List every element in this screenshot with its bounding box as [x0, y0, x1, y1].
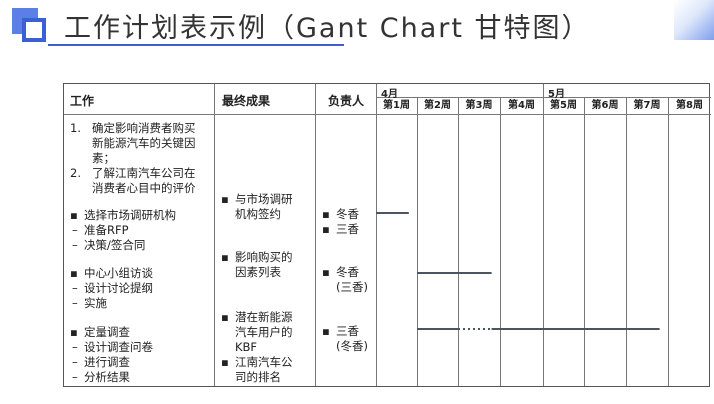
bullet-icon: ▪	[70, 325, 78, 339]
bullet-icon: ▪	[322, 222, 330, 236]
result-2: ▪ 影响购买的 因素列表	[221, 250, 293, 280]
week-divider	[417, 97, 418, 386]
gantt-table: 工作 最终成果 负责人 4月 5月 第1周 第2周 第3周 第4周 第5周 第6…	[63, 83, 711, 387]
dash-icon: –	[72, 296, 78, 310]
subtask: 实施	[84, 296, 107, 310]
bullet-icon: ▪	[322, 324, 330, 338]
result-text: KBF	[235, 340, 258, 354]
objective-text: 确定影响消费者购买	[92, 121, 196, 135]
dash-icon: –	[72, 238, 78, 252]
result-text: 汽车用户的	[235, 325, 293, 339]
result-text: 与市场调研	[235, 192, 293, 206]
subtask: 决策/签合同	[84, 238, 146, 252]
list-number: 1.	[70, 121, 81, 135]
bullet-icon: ▪	[70, 266, 78, 280]
result-text: 影响购买的	[235, 250, 293, 264]
header-work: 工作	[70, 94, 95, 108]
subtask: 设计讨论提纲	[84, 281, 153, 295]
objective-text: 素；	[92, 151, 115, 165]
owner-1: ▪ 冬香 ▪ 三香	[322, 207, 359, 237]
week-divider	[500, 97, 501, 386]
week-label: 第8周	[676, 100, 703, 111]
objective-text: 了解江南汽车公司在	[92, 166, 196, 180]
week-divider	[458, 97, 459, 386]
bullet-icon: ▪	[221, 192, 229, 206]
header-result: 最终成果	[222, 94, 271, 108]
dash-icon: –	[72, 355, 78, 369]
dash-icon: –	[72, 370, 78, 384]
task-group-2: ▪ 中心小组访谈 –设计讨论提纲 –实施	[70, 266, 153, 311]
col-divider	[214, 84, 215, 386]
logo-front-square	[22, 18, 46, 42]
owner-name: 冬香	[336, 207, 359, 221]
bullet-icon: ▪	[221, 355, 229, 369]
corner-decoration	[674, 0, 714, 40]
result-text: 机构签约	[235, 207, 281, 221]
month-label: 4月	[381, 89, 398, 100]
subtask: 分析结果	[84, 370, 130, 384]
month-row-divider	[376, 97, 711, 98]
task-group-1: ▪ 选择市场调研机构 –准备RFP –决策/签合同	[70, 208, 176, 253]
month-label: 5月	[548, 89, 565, 100]
month-divider	[543, 84, 544, 386]
task-title: 中心小组访谈	[84, 266, 153, 280]
subtask: 设计调查问卷	[84, 340, 153, 354]
dash-icon: –	[72, 340, 78, 354]
week-label: 第6周	[591, 100, 619, 111]
owner-2: ▪ 冬香 (三香)	[322, 265, 368, 295]
col-divider	[376, 84, 377, 386]
result-text: 因素列表	[235, 265, 281, 279]
week-divider	[626, 97, 627, 386]
objective-2: 2. 了解江南汽车公司在 消费者心目中的评价	[70, 166, 196, 196]
week-divider	[668, 97, 669, 386]
week-label: 第4周	[508, 100, 535, 111]
bullet-icon: ▪	[221, 310, 229, 324]
week-label: 第1周	[383, 100, 410, 111]
col-divider	[315, 84, 316, 386]
dash-icon: –	[72, 281, 78, 295]
result-3: ▪ 潜在新能源 汽车用户的 KBF	[221, 310, 293, 355]
bullet-icon: ▪	[70, 208, 78, 222]
result-1: ▪ 与市场调研 机构签约	[221, 192, 293, 222]
bullet-icon: ▪	[221, 250, 229, 264]
owner-name: (三香)	[336, 280, 368, 294]
week-label: 第2周	[424, 100, 451, 111]
owner-3: ▪ 三香 (冬香)	[322, 324, 368, 354]
result-text: 潜在新能源	[235, 310, 293, 324]
dash-icon: –	[72, 223, 78, 237]
subtask: 准备RFP	[84, 223, 129, 237]
header-divider	[64, 114, 711, 115]
subtask: 进行调查	[84, 355, 130, 369]
week-label: 第3周	[465, 100, 493, 111]
task-title: 选择市场调研机构	[84, 208, 176, 222]
owner-name: 三香	[336, 324, 359, 338]
gantt-bars	[376, 212, 660, 330]
title-underline	[48, 44, 344, 46]
task-title: 定量调查	[84, 325, 130, 339]
bullet-icon: ▪	[322, 265, 330, 279]
result-text: 江南汽车公	[235, 355, 293, 369]
logo	[12, 8, 46, 42]
objective-text: 新能源汽车的关键因	[92, 136, 196, 150]
owner-name: 冬香	[336, 265, 359, 279]
result-4: ▪ 江南汽车公 司的排名	[221, 355, 293, 385]
week-label: 第7周	[633, 100, 661, 111]
task-group-3: ▪定量调查 –设计调查问卷 –进行调查 –分析结果	[70, 325, 153, 385]
owner-name: (冬香)	[336, 339, 368, 353]
objective-1: 1. 确定影响消费者购买 新能源汽车的关键因 素；	[70, 121, 196, 166]
list-number: 2.	[70, 166, 81, 180]
week-divider	[584, 97, 585, 386]
page-title: 工作计划表示例（Gant Chart 甘特图）	[64, 13, 591, 44]
result-text: 司的排名	[235, 370, 281, 384]
bullet-icon: ▪	[322, 207, 330, 221]
objective-text: 消费者心目中的评价	[92, 181, 196, 195]
header-owner: 负责人	[328, 94, 365, 108]
owner-name: 三香	[336, 222, 359, 236]
week-label: 第5周	[550, 100, 577, 111]
